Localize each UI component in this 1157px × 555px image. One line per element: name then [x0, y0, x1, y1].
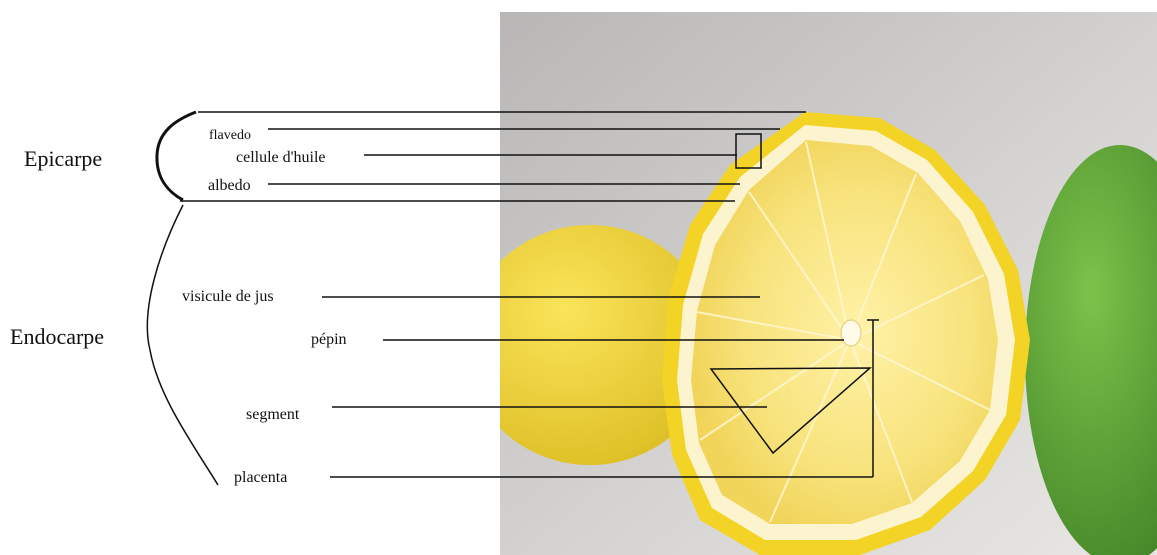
- epicarpe-bracket: [155, 110, 197, 202]
- endocarpe-bracket: [146, 204, 219, 486]
- segment-triangle: [709, 367, 873, 455]
- whole-lemon: [500, 225, 715, 465]
- flavedo-label: flavedo: [209, 128, 251, 143]
- cellule-huile-label: cellule d'huile: [236, 149, 326, 166]
- pepin-label: pépin: [311, 331, 347, 348]
- visicule-label: visicule de jus: [182, 288, 274, 305]
- placenta-label: placenta: [234, 469, 287, 486]
- seed: [840, 319, 862, 347]
- segment-label: segment: [246, 406, 300, 423]
- lime: [1025, 145, 1157, 555]
- endocarpe-label: Endocarpe: [10, 324, 104, 349]
- lemon-photo: [500, 12, 1157, 555]
- leader-lines: [180, 111, 879, 478]
- albedo-label: albedo: [208, 177, 251, 194]
- oil-cell-box: [735, 133, 762, 169]
- epicarpe-label: Epicarpe: [24, 146, 102, 171]
